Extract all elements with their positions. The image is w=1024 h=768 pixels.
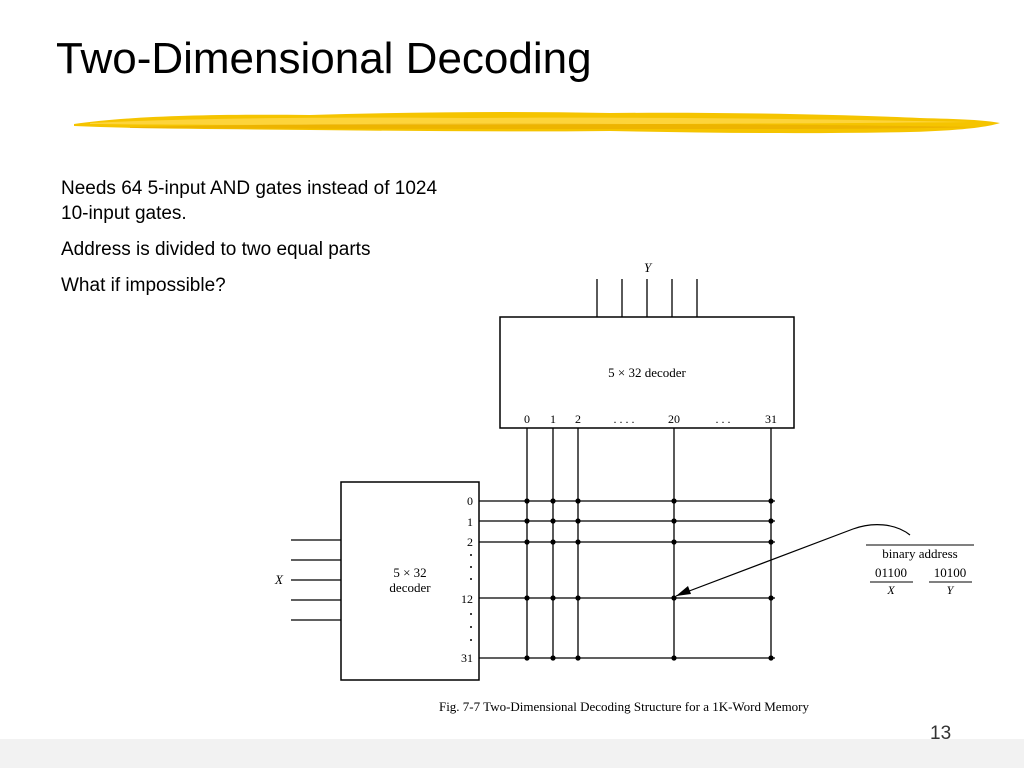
top-output-label: 20 — [668, 412, 680, 426]
top-output-label: 1 — [550, 412, 556, 426]
left-output-label: 0 — [467, 494, 473, 508]
left-output-ellipsis — [470, 554, 472, 641]
top-decoder-box — [499, 316, 795, 429]
annotation-x-bits: 01100 — [875, 565, 907, 580]
top-decoder-label: 5 × 32 decoder — [608, 365, 686, 380]
column-lines — [526, 428, 772, 658]
y-input-label: Y — [644, 260, 653, 275]
figure-caption: Fig. 7-7 Two-Dimensional Decoding Struct… — [439, 699, 810, 714]
annotation-title: binary address — [882, 546, 957, 561]
bullet-item: Needs 64 5-input AND gates instead of 10… — [61, 178, 438, 224]
left-output-label: 1 — [467, 515, 473, 529]
left-decoder-box — [340, 481, 480, 681]
row-lines — [479, 500, 775, 659]
bullet-item: What if impossible? — [61, 275, 226, 296]
left-decoder-label: decoder — [389, 580, 431, 595]
annotation-y-label: Y — [947, 583, 955, 597]
binary-address-annotation: binary address 01100 10100 X Y — [866, 544, 974, 597]
x-input-label: X — [274, 572, 284, 587]
top-output-label: 2 — [575, 412, 581, 426]
y-input-lines — [596, 279, 698, 317]
page-number: 13 — [930, 723, 952, 744]
top-output-label: 31 — [765, 412, 777, 426]
left-decoder-label: 5 × 32 — [393, 565, 426, 580]
x-input-lines — [291, 539, 341, 621]
annotation-arrow — [675, 524, 911, 597]
bullet-list: Needs 64 5-input AND gates instead of 10… — [61, 176, 531, 309]
annotation-y-bits: 10100 — [934, 565, 967, 580]
junction-dots — [524, 498, 774, 661]
bullet-item: Address is divided to two equal parts — [61, 239, 371, 260]
annotation-x-label: X — [886, 583, 895, 597]
left-output-label: 12 — [461, 592, 473, 606]
left-output-label: 2 — [467, 535, 473, 549]
title-underline-brush — [74, 111, 1000, 134]
left-output-label: 31 — [461, 651, 473, 665]
top-output-label: 0 — [524, 412, 530, 426]
top-output-dots: . . . — [716, 412, 731, 426]
footer-bar — [0, 739, 1024, 768]
top-output-dots: . . . . — [614, 412, 635, 426]
slide-title: Two-Dimensional Decoding — [56, 34, 592, 83]
